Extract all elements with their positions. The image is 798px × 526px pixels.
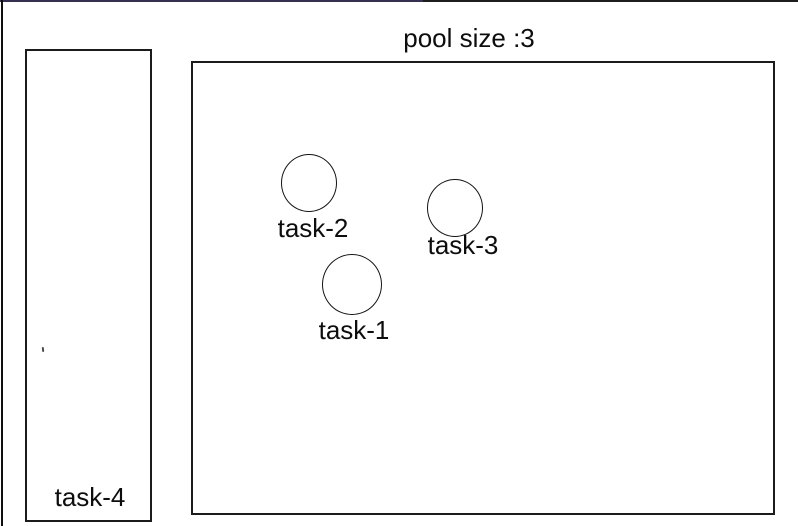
pool-size-title: pool size :3: [403, 23, 535, 53]
window-top-edge-left: [0, 0, 423, 2]
stray-ink-mark: [41, 346, 45, 353]
task-1-circle: [322, 254, 382, 315]
task-3-circle: [427, 179, 483, 237]
task-4-label: task-4: [54, 482, 126, 512]
task-2-label: task-2: [277, 213, 349, 243]
task-1-label: task-1: [318, 315, 390, 345]
task-2-circle: [281, 154, 337, 212]
task-3-label: task-3: [427, 230, 499, 260]
window-top-edge-right: [423, 0, 798, 2]
thread-pool-box: [191, 61, 775, 515]
task-queue-box: [25, 49, 152, 522]
window-left-edge: [1, 0, 3, 526]
